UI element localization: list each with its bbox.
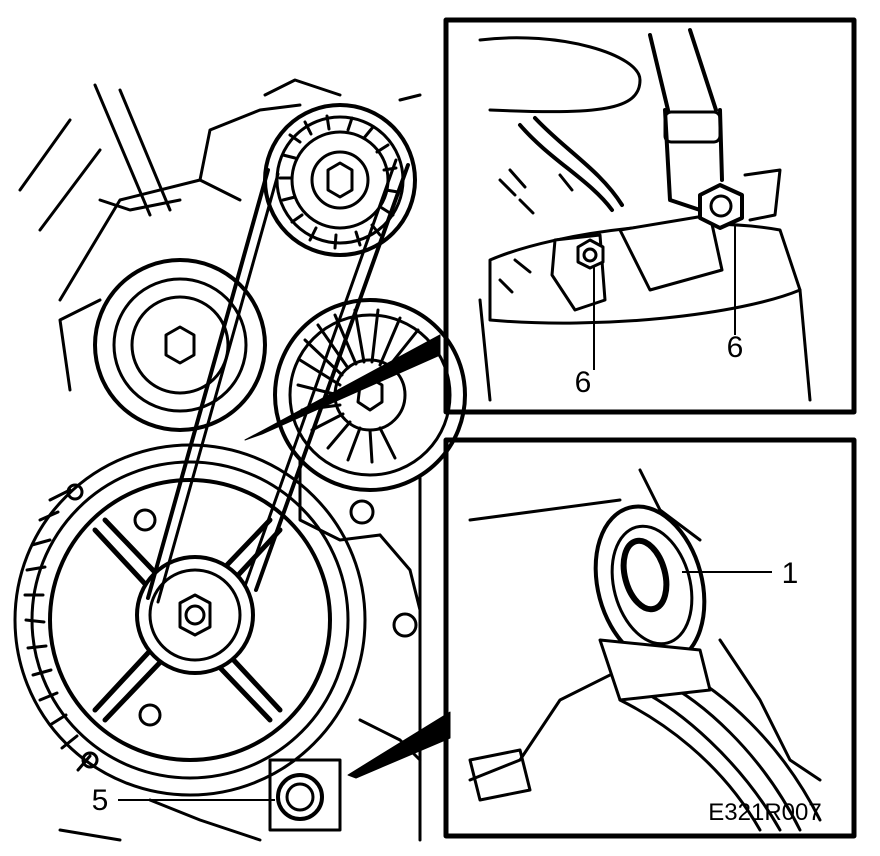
callout-1: 1 xyxy=(782,557,799,590)
drive-belt xyxy=(146,158,410,604)
lower-pulley xyxy=(135,555,255,675)
callout-5: 5 xyxy=(92,784,109,817)
plug-5 xyxy=(268,758,342,832)
tensioner-pulley xyxy=(93,258,267,432)
callout-6-left: 6 xyxy=(575,366,592,399)
callout-6-right: 6 xyxy=(727,331,744,364)
idler-pulley-top xyxy=(263,103,417,257)
figure-code: E321R007 xyxy=(708,799,821,826)
inset-alternator-terminals: 6 6 xyxy=(443,17,857,415)
inset-pulley-plug: 1 E321R007 xyxy=(443,437,857,839)
main-engine-view xyxy=(13,78,467,842)
